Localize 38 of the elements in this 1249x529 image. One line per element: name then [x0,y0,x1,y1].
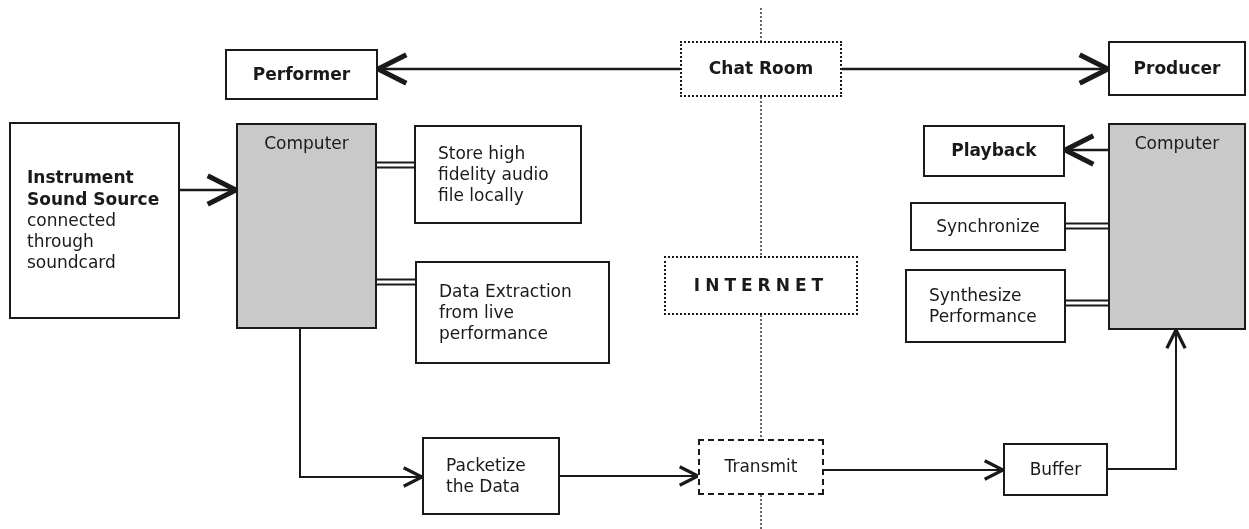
double-line-connector [1065,299,1109,307]
arrow [559,465,700,487]
process-box [1003,443,1108,496]
process-box [905,269,1066,343]
node-label: connected through soundcard [27,209,118,274]
process-box [422,437,560,515]
double-line-connector [1065,222,1109,230]
node-label: Computer [264,133,349,155]
arrow [299,328,424,488]
node-label: Chat Room [708,58,814,80]
computer-box [1108,123,1246,330]
node-label: Synthesize Performance [929,284,1038,328]
role-box [225,49,378,100]
node-label: Store high fidelity audio file locally [438,142,550,207]
node-label: Buffer [1029,458,1082,481]
arrow [823,459,1005,481]
computer-box [236,123,377,329]
node-label: Playback [951,140,1037,162]
network-box [664,256,858,315]
node-label: Packetize the Data [446,454,527,498]
node-label: INTERNET [693,274,829,297]
role-box [1108,41,1246,96]
process-box [415,261,610,364]
process-box [910,202,1066,251]
double-line-connector [376,278,416,286]
node-label: Synchronize [936,215,1040,238]
process-box [414,125,582,224]
node-label: Computer [1134,133,1220,155]
node-label: Performer [252,63,351,86]
output-box [923,125,1065,177]
process-box [698,439,824,495]
chat-room-box [680,41,842,97]
arrow [1107,328,1187,470]
double-line-connector [376,161,415,169]
source-box [9,122,180,319]
node-label: Transmit [724,456,798,478]
node-label: Data Extraction from live performance [439,280,573,345]
node-label: Producer [1133,57,1221,80]
